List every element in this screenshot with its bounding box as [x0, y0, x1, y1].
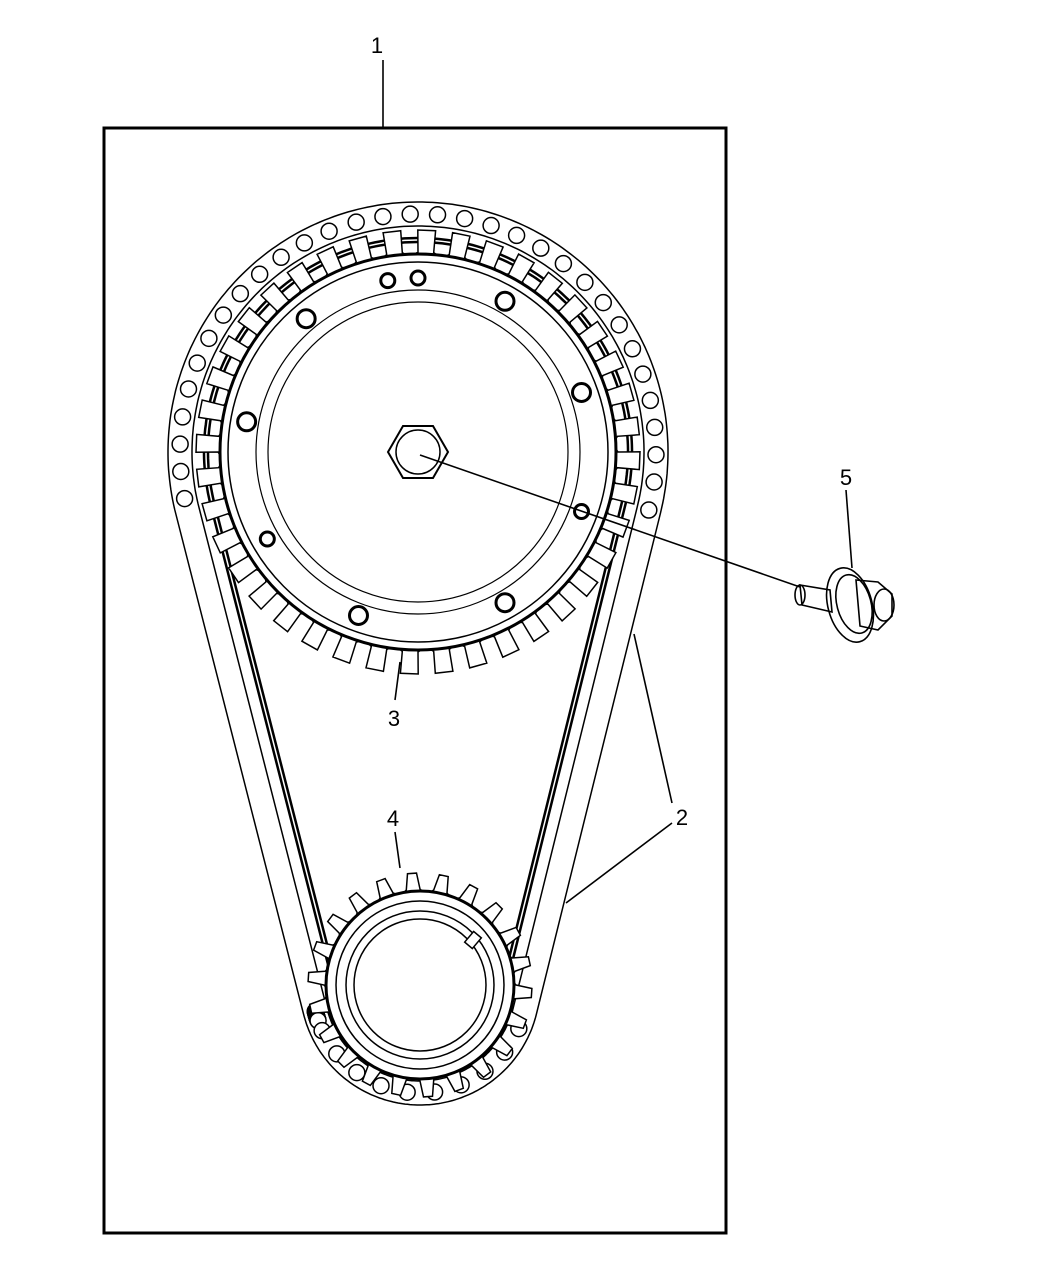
chain-roller	[645, 473, 663, 491]
leader-5	[419, 454, 801, 588]
chain-roller	[507, 226, 526, 245]
cam-center-bolt	[395, 429, 441, 475]
cam-plate-outer	[255, 289, 581, 615]
cam-bolt-hole	[295, 308, 317, 330]
leader-4	[394, 831, 401, 869]
kit-frame-box	[102, 126, 728, 1235]
chain-roller	[623, 340, 642, 358]
chain-roller	[634, 365, 652, 383]
camshaft-sprocket	[195, 229, 641, 675]
chain-roller	[594, 293, 613, 312]
callout-3: 3	[388, 706, 400, 731]
chain-roller	[482, 216, 500, 235]
chain-roller	[175, 489, 194, 508]
chain-roller	[554, 254, 573, 273]
chain-roller	[214, 306, 233, 324]
crankshaft-sprocket	[307, 872, 533, 1098]
chain-roller	[645, 418, 664, 437]
cam-bolt-hole	[379, 272, 397, 290]
chain-roller	[179, 380, 198, 398]
sprocket-bolt	[794, 567, 895, 643]
callout-2: 2	[676, 805, 688, 830]
cam-bolt-hole	[236, 411, 258, 433]
crank-hub-ring	[335, 900, 505, 1070]
leader-lines	[382, 60, 853, 904]
callout-1: 1	[371, 33, 383, 58]
leader-2b	[565, 822, 673, 904]
cam-sprocket-ring	[227, 261, 609, 643]
crank-keyway	[463, 930, 483, 950]
leader-2a	[633, 633, 673, 804]
chain-roller	[428, 206, 447, 224]
chain-roller	[320, 222, 338, 240]
callout-4: 4	[387, 806, 399, 831]
chain-roller	[576, 273, 594, 292]
chain-roller	[610, 316, 628, 334]
chain-roller	[374, 207, 392, 226]
chain-roller	[641, 391, 660, 410]
cam-bolt-hole	[258, 530, 276, 548]
chain-roller	[347, 213, 365, 231]
chain-roller	[455, 209, 474, 228]
cam-plate-inner	[267, 301, 569, 603]
crank-hub-ring	[345, 910, 495, 1060]
chain-roller	[250, 265, 269, 284]
chain-roller	[372, 1076, 390, 1095]
chain-outline	[167, 201, 669, 1106]
cam-bolt-hole	[494, 592, 516, 614]
chain-roller	[640, 501, 658, 519]
cam-bolt-hole	[347, 605, 369, 627]
crank-hub-ring	[353, 918, 487, 1052]
chain-roller	[231, 284, 250, 303]
callout-5: 5	[840, 465, 852, 490]
chain-roller	[401, 205, 419, 223]
chain-roller	[348, 1063, 366, 1082]
chain-roller	[532, 239, 550, 257]
cam-bolt-hole	[571, 381, 593, 403]
leader-3	[394, 661, 401, 701]
chain-roller	[172, 462, 190, 481]
chain-roller	[272, 248, 290, 267]
chain-roller	[188, 354, 206, 372]
chain-roller	[647, 445, 665, 464]
chain-roller	[200, 329, 218, 348]
chain-roller	[173, 408, 192, 426]
cam-bolt-hole	[409, 269, 427, 287]
chain-roller	[171, 435, 189, 453]
chain-roller	[295, 234, 314, 252]
cam-bolt-hole	[494, 290, 516, 312]
leader-5b	[845, 489, 853, 569]
